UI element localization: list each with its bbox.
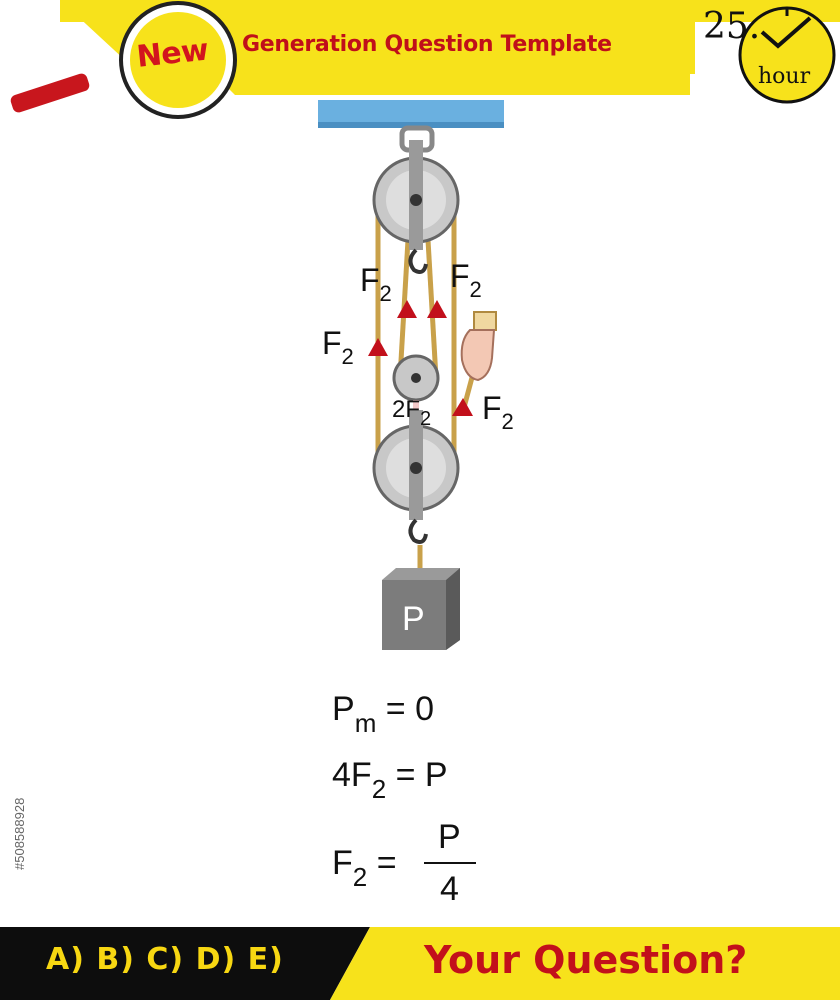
- footer-yellow: [330, 927, 840, 1000]
- hour-label: hour: [758, 64, 811, 89]
- load-label: P: [402, 600, 425, 638]
- magnifier-icon: [10, 1, 237, 119]
- fraction-bar: [424, 862, 476, 864]
- force-label-left: F2: [322, 325, 354, 369]
- clock-icon: [738, 6, 836, 104]
- equation-3: F2 =: [332, 844, 397, 892]
- header-band-top: [60, 0, 840, 22]
- force-arrows: [368, 300, 473, 416]
- fraction-denominator: 4: [440, 870, 459, 908]
- answer-options: A) B) C) D) E): [46, 942, 284, 977]
- bottom-pulley: [372, 410, 460, 544]
- hour-number: 25.: [703, 6, 761, 47]
- header-title: Generation Question Template: [242, 32, 612, 57]
- equation-1: Pm = 0: [332, 690, 435, 738]
- fraction-numerator: P: [438, 818, 461, 856]
- equation-2: 4F2 = P: [332, 756, 448, 804]
- force-label-top-right: F2: [450, 258, 482, 302]
- double-force-label: 2F2: [392, 396, 432, 430]
- side-id: #508588928: [12, 797, 27, 870]
- force-label-top-left: F2: [360, 262, 392, 306]
- your-question: Your Question?: [424, 938, 748, 982]
- header-band-main: [230, 22, 695, 74]
- load-block: [382, 568, 460, 650]
- new-badge: New: [135, 32, 210, 75]
- force-label-right: F2: [482, 390, 514, 434]
- hand-icon: [460, 311, 497, 382]
- top-pulley: [372, 125, 460, 274]
- footer-black: [0, 927, 370, 1000]
